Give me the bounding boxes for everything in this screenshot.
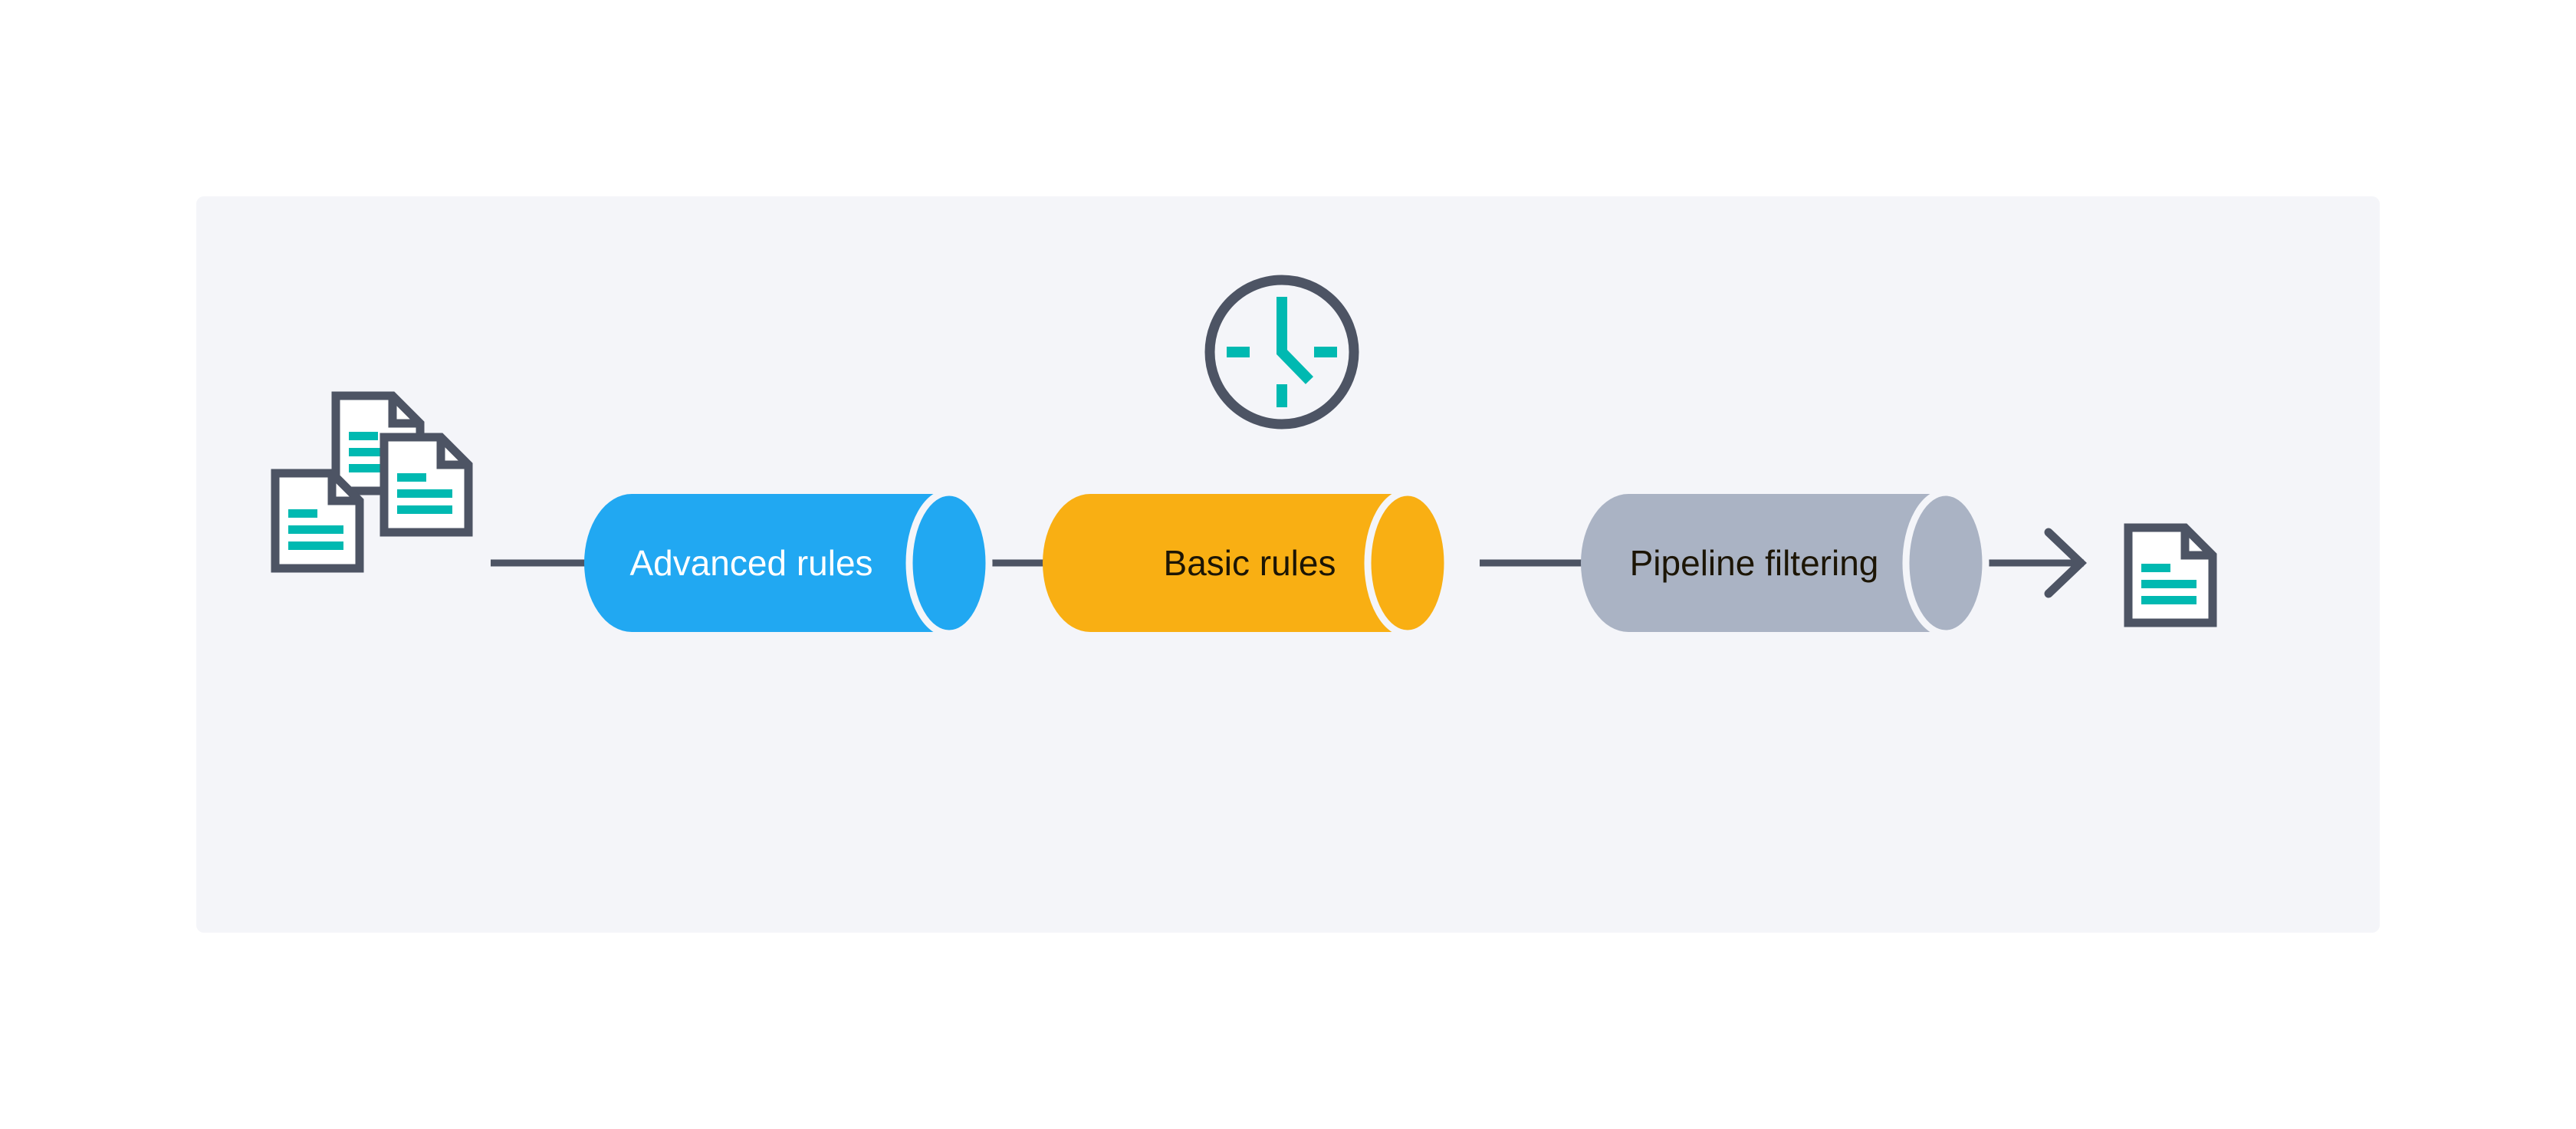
stage-basic-rules[interactable]: Basic rules (1043, 489, 1451, 637)
clock-icon (1204, 275, 1359, 430)
input-document-3 (271, 469, 364, 573)
stage-label-basic-rules: Basic rules (1164, 543, 1336, 583)
stage-pipeline-filtering[interactable]: Pipeline filtering (1581, 489, 1990, 637)
cylinder-end-cap (1364, 489, 1451, 637)
output-document (2124, 523, 2217, 627)
stage-label-pipeline-filtering: Pipeline filtering (1630, 543, 1879, 583)
cylinder-end-cap (1902, 489, 1990, 637)
input-document-2 (380, 433, 473, 537)
cylinder-end-cap (905, 489, 993, 637)
stage-advanced-rules[interactable]: Advanced rules (584, 489, 993, 637)
stage-label-advanced-rules: Advanced rules (629, 543, 872, 583)
arrow-right-icon (2044, 528, 2087, 598)
